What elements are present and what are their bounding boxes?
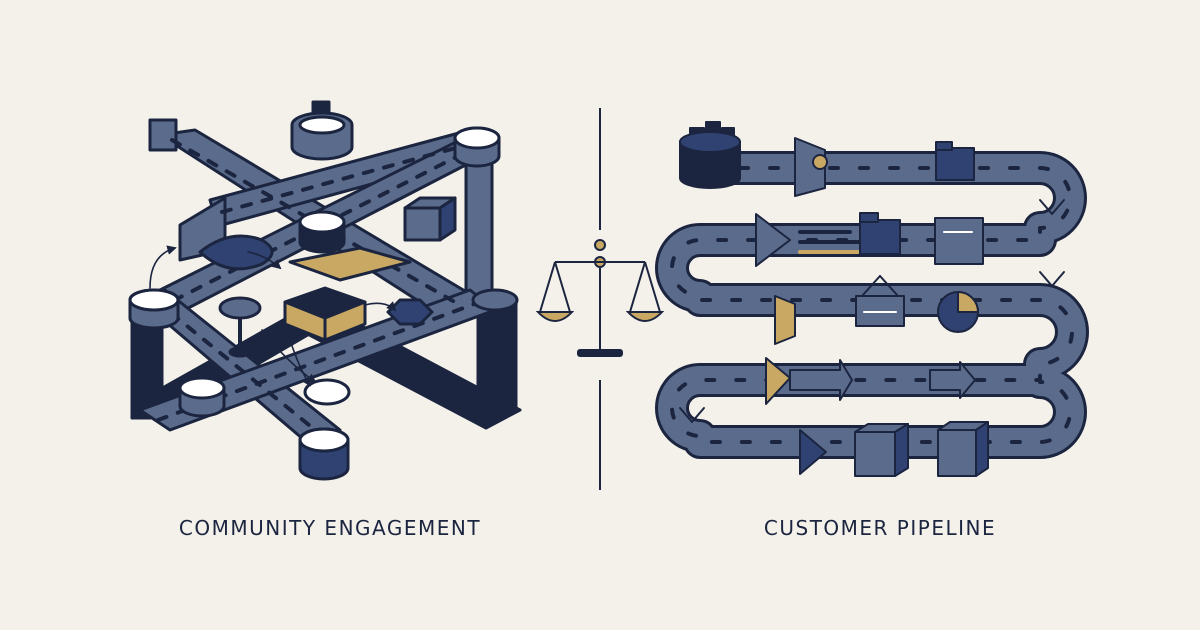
pipeline-flow-markers [670, 166, 1074, 444]
node-bottom [298, 427, 350, 481]
pipeline-arrow-head-2 [755, 213, 791, 267]
pipeline-doc-lines [798, 230, 872, 254]
pipeline-panel-2 [934, 217, 984, 265]
pedestal-node [218, 296, 262, 320]
node-hexagon [386, 298, 434, 326]
pipeline-gold-gate-3 [774, 295, 796, 345]
pipeline-arrow-4b [929, 361, 976, 399]
caption-community-engagement: COMMUNITY ENGAGEMENT [178, 516, 482, 540]
pipeline-gold-gate-4 [765, 357, 791, 405]
pipeline-funnel-1 [794, 137, 826, 197]
pillar-left [130, 316, 164, 420]
pipeline-folder-1 [935, 141, 975, 181]
pipeline-triangle-5 [799, 429, 827, 475]
central-cube [283, 286, 367, 342]
node-left [128, 288, 180, 330]
connector-arrows [149, 245, 397, 387]
node-lens [198, 234, 274, 271]
belt-back-flag [148, 118, 178, 152]
pipeline-folder-2 [859, 212, 901, 255]
pipeline-turn-chevrons [679, 199, 1065, 423]
caption-customer-pipeline: CUSTOMER PIPELINE [763, 516, 997, 540]
node-lower-left [178, 376, 226, 418]
pipeline-cube-5a [854, 423, 909, 477]
node-center [298, 210, 346, 254]
node-top-right [453, 126, 501, 168]
balance-scale-icon [535, 239, 665, 357]
pipeline-cube-5b [937, 421, 989, 477]
node-right-base [471, 288, 519, 312]
pipeline-gold-dot [812, 154, 828, 170]
customer-pipeline-diagram [655, 121, 1089, 477]
pipeline-hanging-sign [855, 275, 905, 327]
pipeline-pie-chart-icon [937, 291, 979, 333]
community-network-diagram [128, 100, 522, 481]
node-box-back [403, 196, 457, 242]
pillar-back [464, 148, 494, 302]
gold-plane [288, 246, 412, 282]
node-open-circle [303, 378, 351, 406]
pipeline-arrow-4a [789, 359, 853, 401]
pipeline-source-stack [679, 121, 741, 189]
